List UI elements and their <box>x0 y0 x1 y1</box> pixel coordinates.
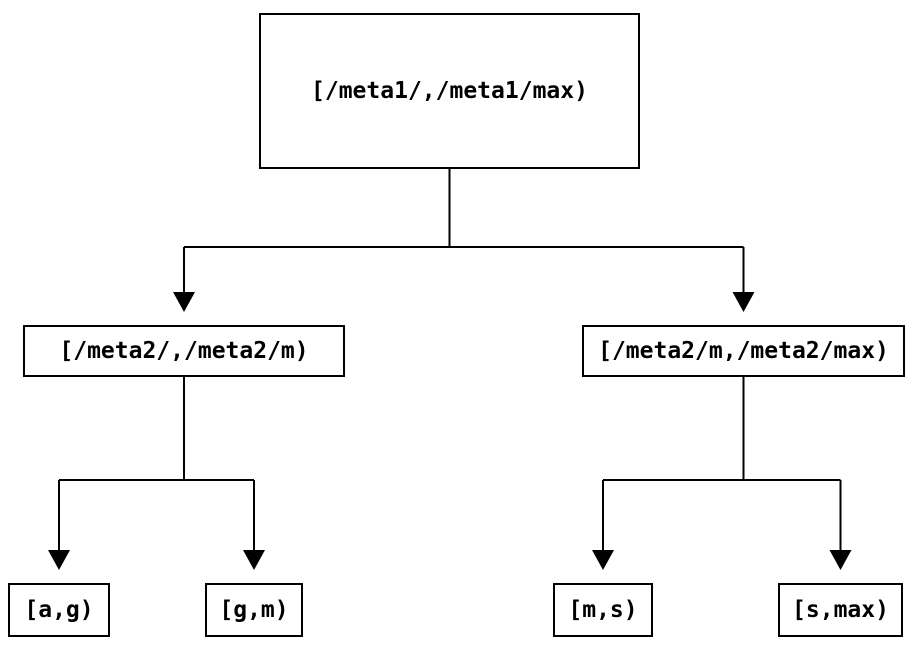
edge-right-stem <box>602 377 842 551</box>
tree-node-meta2-left-label: [/meta2/,/meta2/m) <box>59 338 309 364</box>
arrowhead-to-leaf-ag <box>48 550 70 570</box>
edge-left-subtree <box>48 377 265 570</box>
tree-node-root: [/meta1/,/meta1/max) <box>259 13 640 169</box>
tree-node-leaf-ms: [m,s) <box>553 583 653 637</box>
tree-node-root-label: [/meta1/,/meta1/max) <box>311 78 588 104</box>
tree-node-leaf-ms-label: [m,s) <box>568 597 638 623</box>
arrowhead-to-leaf-smax <box>829 550 852 570</box>
arrowhead-to-left-child <box>173 292 195 312</box>
tree-node-leaf-smax: [s,max) <box>778 583 903 637</box>
edge-right-subtree <box>592 377 852 570</box>
tree-node-leaf-ag: [a,g) <box>8 583 110 637</box>
arrowhead-to-right-child <box>732 292 755 312</box>
edge-root-to-level2 <box>173 169 755 312</box>
tree-node-leaf-ag-label: [a,g) <box>24 597 94 623</box>
tree-node-meta2-right: [/meta2/m,/meta2/max) <box>582 325 905 377</box>
arrowhead-to-leaf-ms <box>592 550 614 570</box>
tree-node-meta2-right-label: [/meta2/m,/meta2/max) <box>598 338 889 364</box>
tree-node-leaf-smax-label: [s,max) <box>792 597 889 623</box>
tree-node-leaf-gm: [g,m) <box>205 583 303 637</box>
tree-node-leaf-gm-label: [g,m) <box>219 597 289 623</box>
tree-node-meta2-left: [/meta2/,/meta2/m) <box>23 325 345 377</box>
edge-root-stem <box>183 169 745 293</box>
edge-left-stem <box>58 377 255 551</box>
arrowhead-to-leaf-gm <box>243 550 265 570</box>
